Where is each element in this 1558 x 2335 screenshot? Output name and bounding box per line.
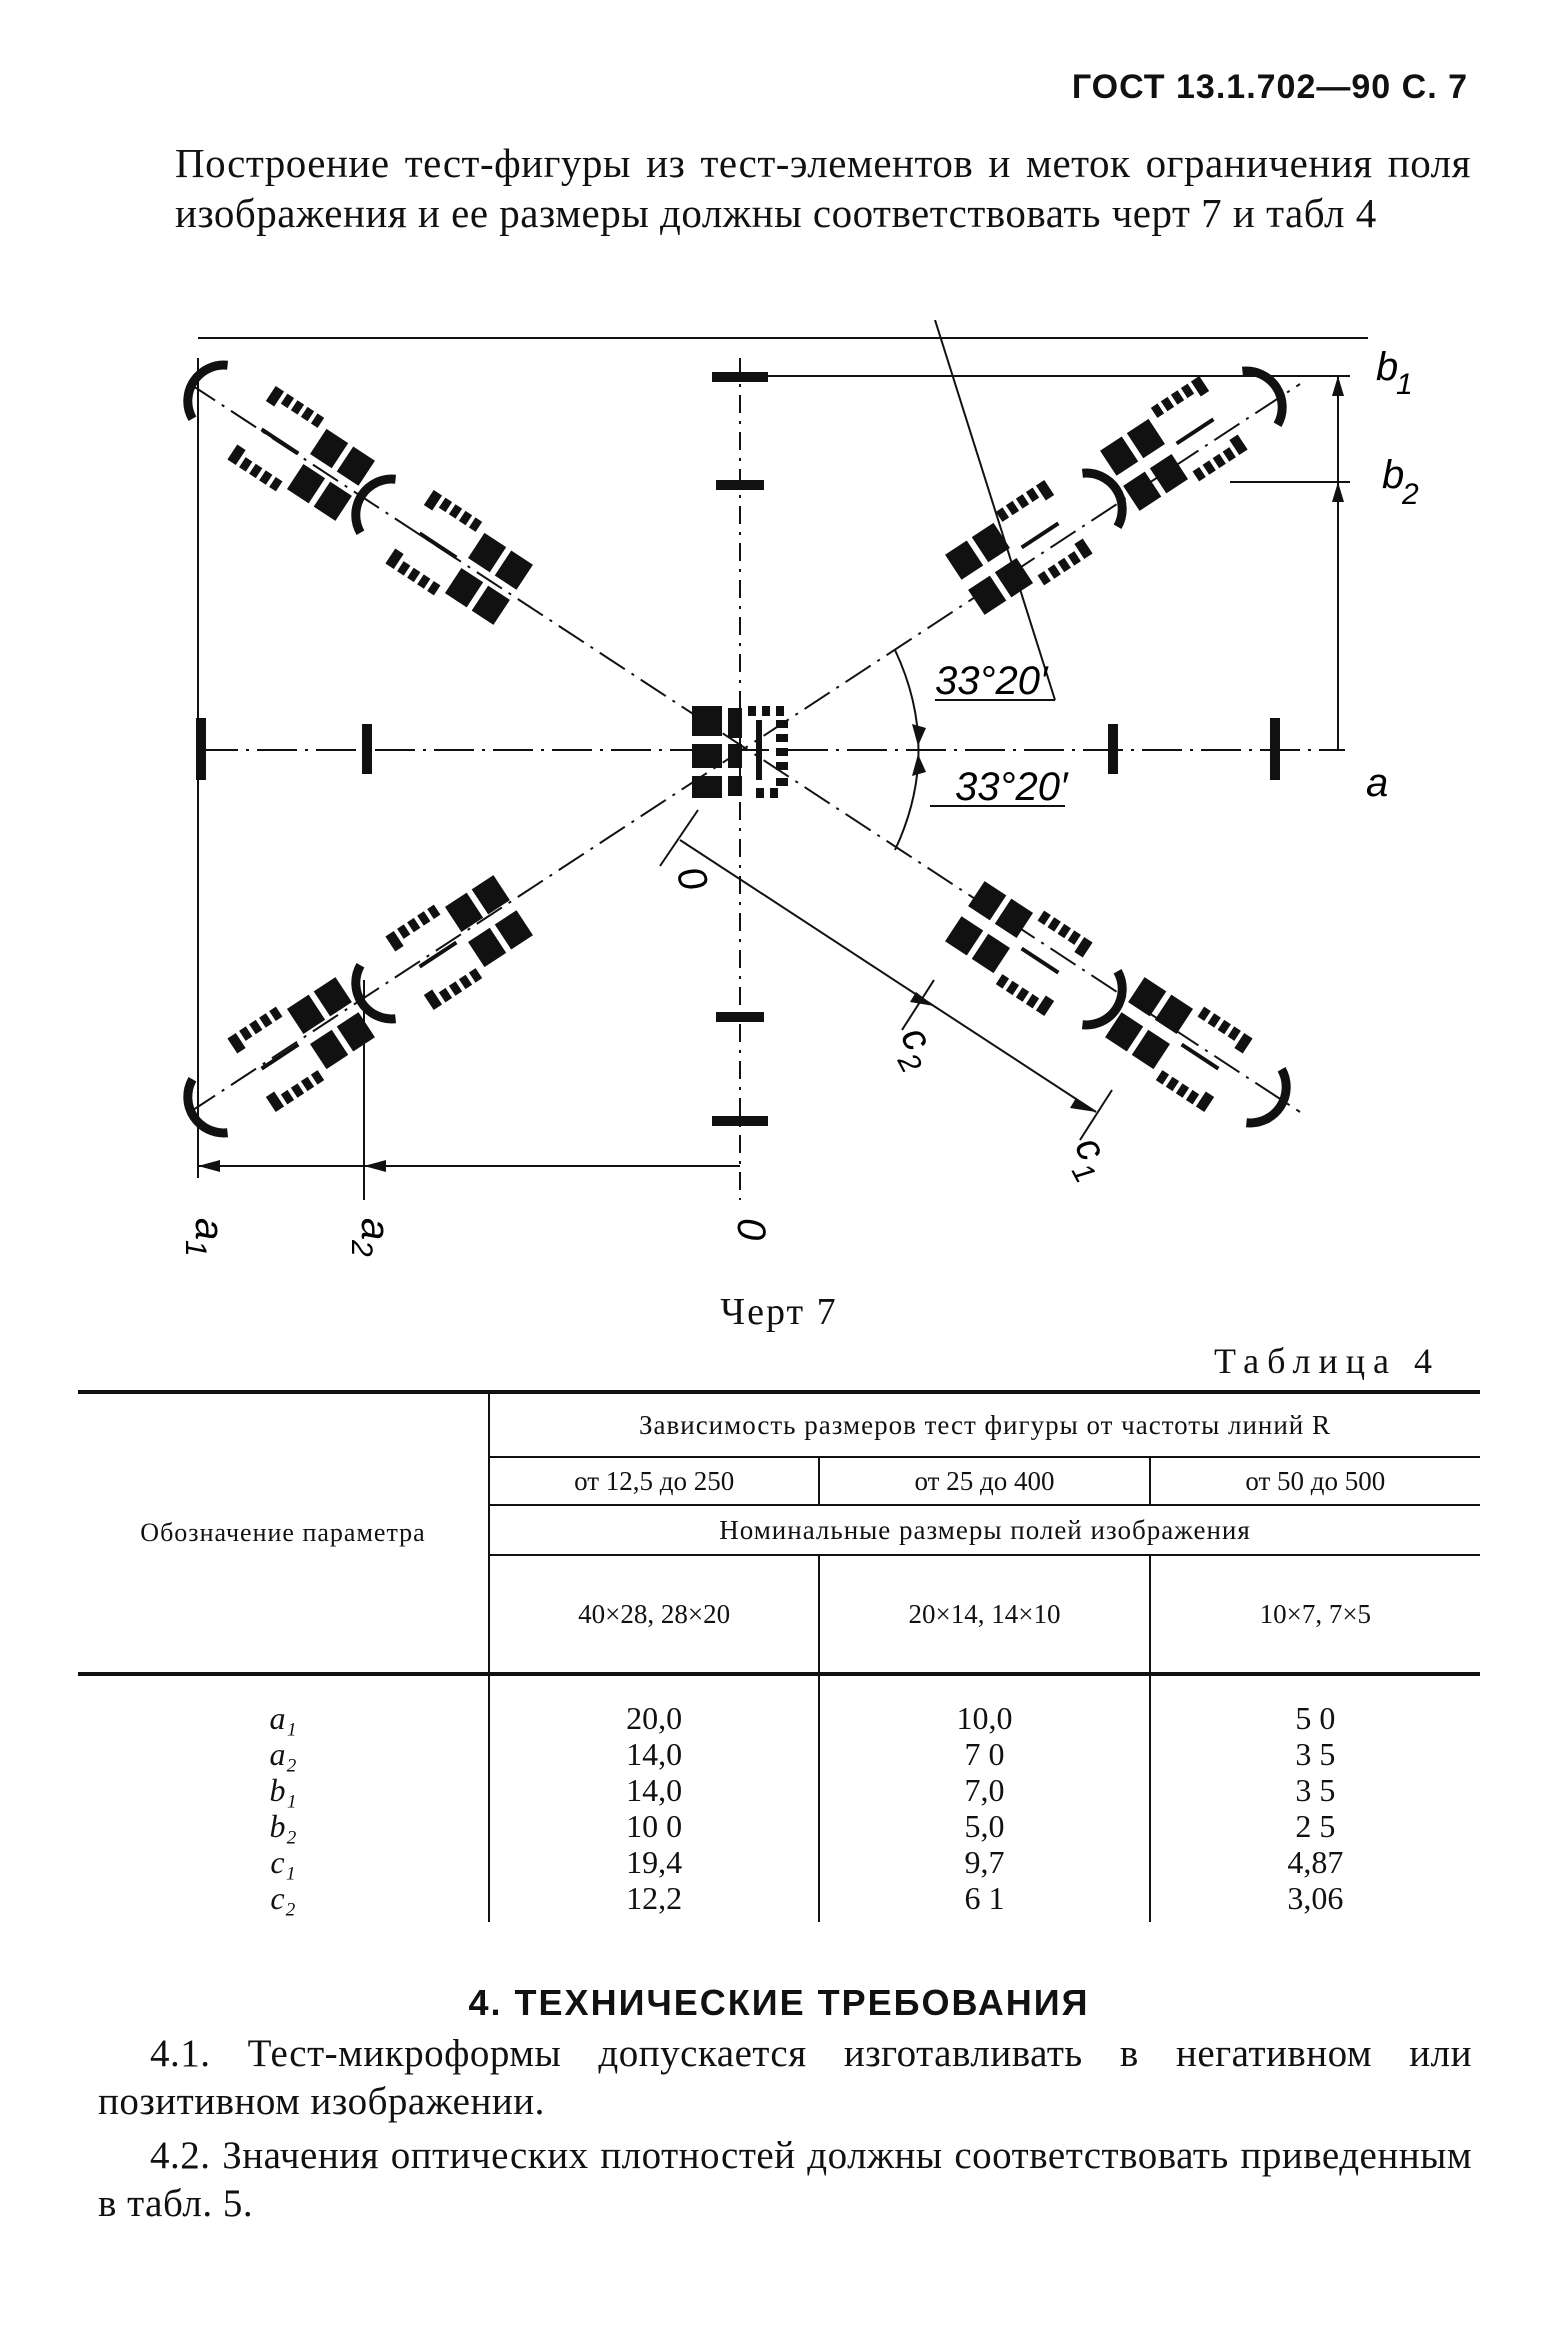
intro-paragraph: Построение тест-фигуры из тест-элементов…	[175, 140, 1471, 236]
param-c1: c₁	[270, 1844, 296, 1880]
label-a1: a	[187, 1218, 231, 1240]
angle-label-top: 33°20′	[935, 659, 1049, 703]
label-b2: b	[1382, 453, 1404, 497]
label-a2-sub: 2	[345, 1239, 378, 1257]
value-c1-col2: 9,7	[964, 1844, 1005, 1880]
label-b1: b	[1376, 345, 1398, 389]
page-header: ГОСТ 13.1.702—90 С. 7	[1071, 68, 1468, 106]
field-size-3: 10×7, 7×5	[1259, 1598, 1372, 1629]
angle-label-bottom: 33°20′	[955, 765, 1069, 809]
table-4: Обозначение параметра Зависимость размер…	[78, 1390, 1480, 1922]
label-zero-center: 0	[667, 861, 716, 896]
value-a1-col1: 20,0	[626, 1700, 683, 1736]
value-b1-col3: 3 5	[1295, 1772, 1336, 1808]
value-a2-col2: 7 0	[964, 1736, 1005, 1772]
dependency-header: Зависимость размеров тест фигуры от част…	[489, 1390, 1480, 1458]
param-column-header: Обозначение параметра	[78, 1390, 490, 1673]
value-c1-col3: 4,87	[1287, 1844, 1344, 1880]
value-c2-col2: 6 1	[964, 1880, 1005, 1916]
label-a2: a	[353, 1218, 397, 1240]
value-b1-col2: 7,0	[964, 1772, 1005, 1808]
value-b1-col1: 14,0	[626, 1772, 683, 1808]
figure-caption: Черт 7	[720, 1291, 838, 1333]
param-b1: b₁	[269, 1772, 297, 1808]
table-data-row: a₁ a₂ b₁ b₂ c₁ c₂ 20,0 14,0 14,0 10 0 19…	[78, 1675, 1480, 1922]
freq-range-2: от 25 до 400	[819, 1457, 1151, 1506]
value-c2-col1: 12,2	[626, 1880, 683, 1916]
freq-range-3: от 50 до 500	[1149, 1457, 1480, 1506]
table-title: Таблица 4	[1214, 1341, 1440, 1381]
value-b2-col3: 2 5	[1295, 1808, 1336, 1844]
section-title: 4. ТЕХНИЧЕСКИЕ ТРЕБОВАНИЯ	[468, 1982, 1090, 2023]
value-a2-col1: 14,0	[626, 1736, 683, 1772]
label-zero-bottom: 0	[729, 1218, 773, 1240]
param-a1: a₁	[269, 1700, 297, 1736]
param-a2: a₂	[269, 1736, 297, 1772]
nominal-header: Номинальные размеры полей изображения	[489, 1505, 1480, 1556]
field-size-1: 40×28, 28×20	[489, 1555, 821, 1673]
label-b2-sub: 2	[1401, 478, 1419, 511]
value-b2-col2: 5,0	[964, 1808, 1005, 1844]
value-c1-col1: 19,4	[626, 1844, 683, 1880]
paragraph-4-2: 4.2. Значения оптических плотностей долж…	[98, 2134, 1472, 2225]
parameter-table: Обозначение параметра Зависимость размер…	[78, 1390, 1480, 1922]
label-a1-sub: 1	[179, 1240, 212, 1257]
param-c2: c₂	[270, 1880, 296, 1916]
value-b2-col1: 10 0	[626, 1808, 683, 1844]
value-a1-col3: 5 0	[1295, 1700, 1336, 1736]
label-b1-sub: 1	[1396, 368, 1413, 401]
test-figure-drawing: b 1 b 2 a 33°20′ 33°20′ 0 c 2 c 1 a 1 a …	[0, 320, 1419, 1257]
value-a1-col2: 10,0	[956, 1700, 1013, 1736]
value-a2-col3: 3 5	[1295, 1736, 1336, 1772]
freq-range-1: от 12,5 до 250	[489, 1457, 821, 1506]
paragraph-4-1: 4.1. Тест-микроформы допускается изготав…	[98, 2032, 1472, 2123]
label-a-axis: a	[1366, 761, 1388, 805]
value-c2-col3: 3,06	[1287, 1880, 1344, 1916]
field-size-2: 20×14, 14×10	[819, 1555, 1151, 1673]
header-double-rule	[78, 1672, 1480, 1676]
param-b2: b₂	[269, 1808, 297, 1844]
